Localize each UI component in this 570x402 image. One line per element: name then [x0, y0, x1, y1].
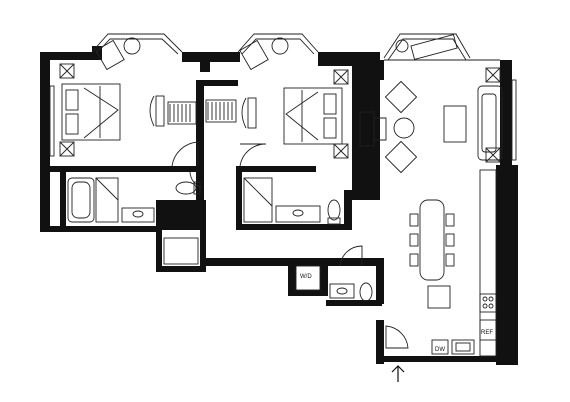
closet-rail	[167, 101, 197, 125]
shower	[95, 177, 119, 223]
bay-window-bedroom-1	[91, 33, 183, 55]
bedroom-1-furniture	[59, 37, 199, 167]
entry-door	[385, 325, 409, 349]
dishwasher	[431, 339, 449, 355]
kitchen	[409, 169, 497, 357]
bathtub	[67, 177, 95, 223]
arrow-up-icon	[391, 365, 405, 382]
washer-dryer-label: W/D	[300, 274, 312, 280]
bed	[61, 83, 121, 141]
range	[479, 293, 497, 313]
refrigerator	[479, 319, 497, 341]
washer-dryer-closet	[295, 265, 321, 291]
bathroom-2	[243, 177, 341, 225]
window-left	[49, 85, 55, 157]
kitchen-sink	[451, 339, 475, 355]
round-table	[393, 117, 415, 139]
powder-room	[329, 245, 373, 302]
fireplace	[359, 111, 375, 147]
bay-window-living	[383, 33, 500, 61]
door-bedroom-1	[171, 141, 199, 167]
bed-2	[283, 87, 343, 145]
side-table	[123, 37, 141, 55]
fireplace-label: FIREPLACE	[369, 126, 374, 149]
armchair-living-1	[384, 80, 418, 114]
dishwasher-label: DW	[435, 347, 445, 353]
sofa	[477, 85, 503, 161]
vanity	[121, 207, 155, 223]
toilet	[175, 181, 197, 195]
living-room-furniture	[359, 33, 503, 174]
window-right	[511, 79, 517, 161]
refrigerator-label: REF	[481, 330, 493, 336]
desk-chair	[149, 95, 155, 127]
armchair-living-2	[384, 140, 418, 174]
dining-table	[419, 199, 445, 281]
shower-2	[243, 177, 273, 223]
bay-window-bedroom-2	[237, 33, 319, 55]
kitchen-counter	[479, 169, 497, 357]
coffee-table	[443, 105, 467, 143]
armchair	[95, 39, 125, 71]
door-bedroom-2	[239, 143, 267, 167]
walls	[40, 46, 518, 365]
closet	[163, 237, 199, 265]
bedroom-2-furniture	[205, 37, 349, 167]
bathroom-1	[67, 177, 201, 223]
toilet-2	[327, 199, 341, 221]
